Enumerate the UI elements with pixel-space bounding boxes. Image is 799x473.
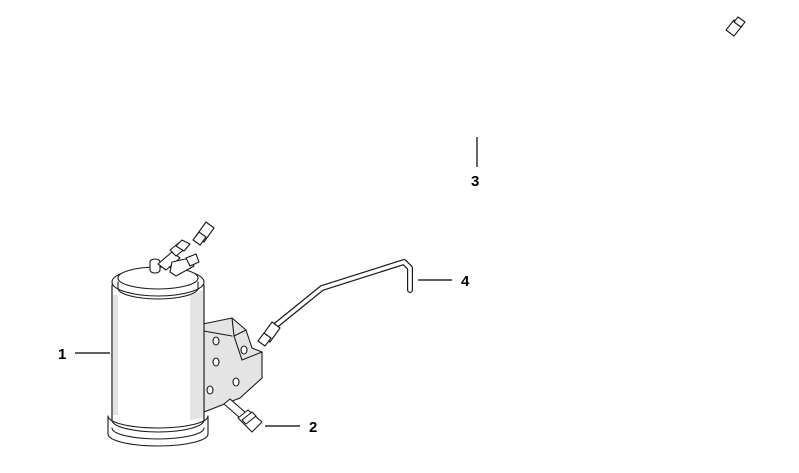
- callout-1: 1: [58, 346, 66, 363]
- line-3-left-connector: [192, 221, 215, 246]
- callout-4: 4: [461, 273, 470, 290]
- line-4-connector: [257, 321, 281, 347]
- part-2-bolt[interactable]: [223, 398, 263, 433]
- part-1-canister[interactable]: [107, 239, 263, 447]
- callout-3: 3: [471, 173, 479, 190]
- canister-bracket: [197, 317, 263, 413]
- callout-2: 2: [309, 419, 317, 436]
- canister-nozzles: [149, 239, 200, 277]
- part-3-long-line[interactable]: [192, 16, 746, 246]
- line-3-right-connector: [725, 16, 746, 37]
- part-4-short-line[interactable]: [257, 259, 413, 347]
